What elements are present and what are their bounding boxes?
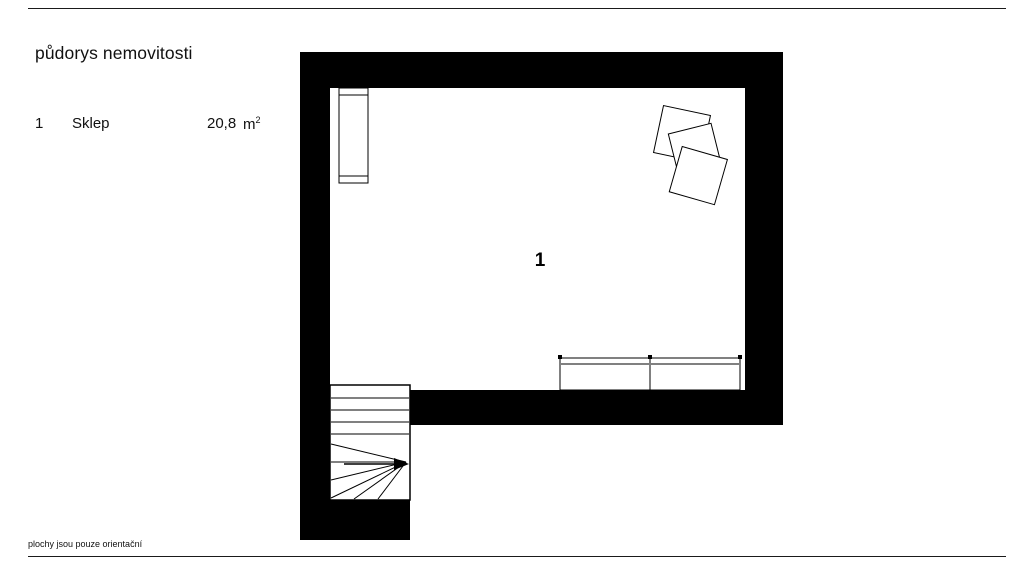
stair-winder-1: [330, 443, 407, 463]
staircase: [329, 384, 411, 501]
bench-post-2: [648, 355, 652, 359]
unit-exponent: 2: [255, 115, 261, 125]
wall-top: [300, 52, 783, 88]
bench-symbol: [558, 355, 742, 391]
top-border-line: [28, 8, 1006, 9]
bench-post-1: [558, 355, 562, 359]
stacked-boxes: [652, 104, 729, 206]
legend-area-unit: m2: [243, 115, 261, 133]
unit-base: m: [243, 116, 256, 133]
wall-bottom-left-block: [300, 500, 410, 540]
bench-segment-2: [649, 357, 741, 391]
legend-room-number: 1: [35, 115, 44, 132]
floor-plan-drawing: 1: [300, 52, 783, 540]
stair-winder-3: [330, 461, 407, 481]
disclaimer-text: plochy jsou pouze orientační: [28, 539, 143, 549]
stair-outline: [329, 384, 411, 501]
window-symbol: [338, 87, 369, 184]
stair-winder-6: [377, 461, 407, 500]
stair-winder-4: [330, 461, 407, 499]
wall-right: [745, 52, 783, 425]
legend-room-name: Sklep: [72, 115, 110, 132]
bench-post-3: [738, 355, 742, 359]
window-frame: [338, 87, 369, 184]
wall-left: [300, 52, 330, 540]
box-3: [668, 145, 729, 206]
wall-bottom: [410, 390, 783, 425]
walls: [300, 52, 783, 540]
bench-segment-1: [559, 357, 651, 391]
room-number-label: 1: [535, 250, 546, 271]
legend-room-area: 20,8: [207, 115, 237, 132]
bottom-border-line: [28, 556, 1006, 557]
stair-direction-arrowhead-icon: [394, 458, 409, 470]
page-title: půdorys nemovitosti: [35, 43, 193, 63]
